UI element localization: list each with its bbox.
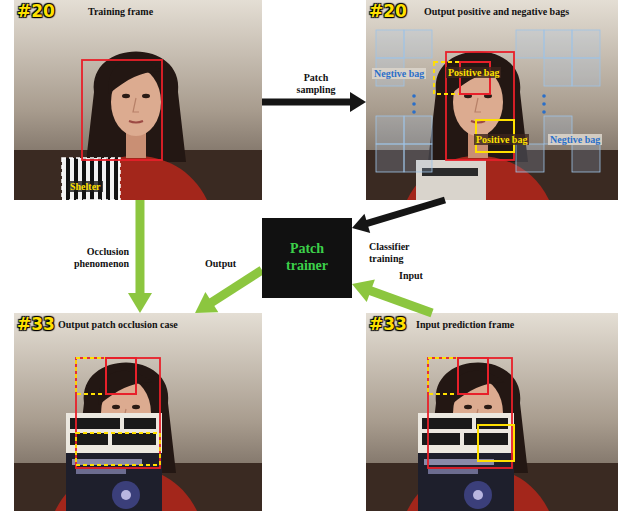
bag-label: Negtive bag [372,68,426,79]
arrow-shaft [262,99,351,106]
frame-number: #20 [17,1,55,21]
panel-caption: Output positive and negative bags [424,6,569,17]
arrow-head [352,214,370,233]
occluder-label: Shelter [68,181,103,192]
photo-panel: #20 Output positive and negative bagsNegt… [366,0,618,200]
arrow-label: Classifier training [368,241,426,265]
frame-number: #20 [369,1,407,21]
arrow-head [128,293,152,313]
box-label: Patch trainer [276,241,338,275]
arrow-shaft [366,200,445,224]
flow-arrow [352,280,432,313]
flow-arrow [195,270,262,313]
frame-number: #33 [17,314,55,334]
photo-panel: #33 Input prediction frame [366,313,618,511]
arrow-shaft [211,270,262,303]
arrow-label: Input [398,270,440,282]
bag-label: Positive bag [446,67,501,78]
photo-panel: #20 Training frameShelter [14,0,262,200]
arrow-shaft [370,290,432,313]
arrow-head [350,92,366,112]
arrow-head [352,280,375,303]
arrow-label: Output [204,258,246,270]
panel-caption: Training frame [88,6,153,17]
arrow-label: Patch sampling [290,72,342,96]
process-box: Patch trainer [262,218,352,298]
arrow-label: Occlusion phenomenon [66,246,130,270]
panel-caption: Input prediction frame [416,319,514,330]
bag-label: Negtive bag [548,134,602,145]
arrow-shaft [135,200,144,294]
photo-panel: #33Output patch occlusion case [14,313,262,511]
frame-number: #33 [369,314,407,334]
panel-caption: Output patch occlusion case [58,319,178,330]
flow-arrow [352,200,445,233]
flow-arrow [128,200,152,313]
bag-label: Positive bag [474,134,529,145]
arrow-head [195,292,218,313]
